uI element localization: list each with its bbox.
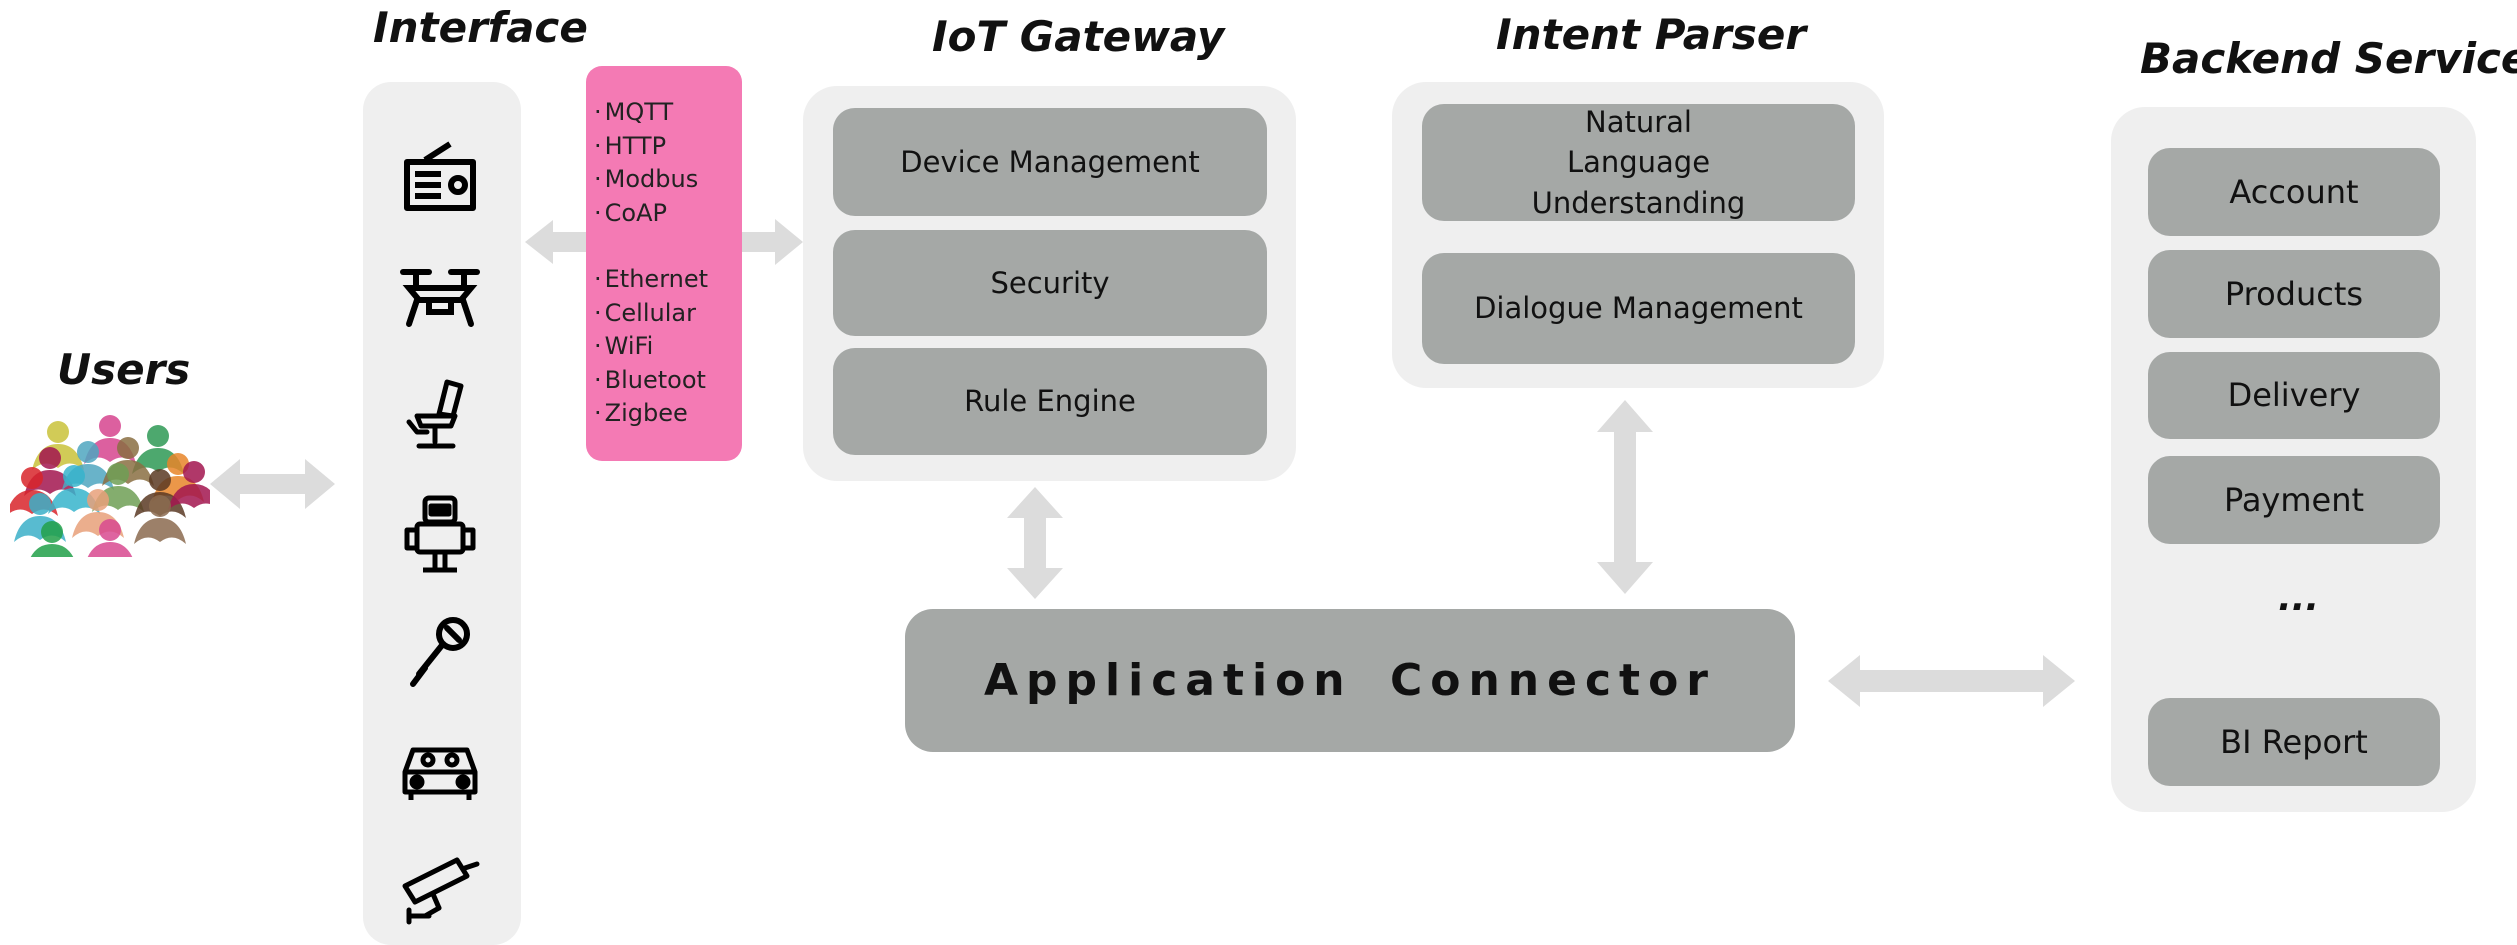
protocols-gateway-arrow (742, 219, 803, 265)
products-box: Products (2148, 250, 2440, 338)
protocol-item: Zigbee (594, 397, 708, 431)
interface-protocols-arrow (525, 220, 590, 264)
protocols-panel: MQTT HTTP Modbus CoAP Ethernet Cellular … (586, 66, 742, 461)
protocol-item: Cellular (594, 297, 708, 331)
user-figure (134, 495, 186, 544)
radio-icon (404, 141, 476, 211)
security-camera-icon (402, 857, 480, 925)
parser-connector-arrow (1597, 400, 1653, 594)
gateway-connector-arrow (1007, 487, 1063, 599)
bi-report-box: BI Report (2148, 698, 2440, 786)
protocol-item: WiFi (594, 330, 708, 364)
user-figure (168, 461, 210, 510)
interface-heading: Interface (373, 3, 588, 52)
users-heading: Users (57, 345, 191, 394)
salon-chair-icon (406, 379, 464, 449)
robot-icon (404, 495, 476, 573)
users-interface-arrow (210, 459, 335, 509)
application-connector-box: Application Connector (905, 609, 1795, 752)
backend-services-heading: Backend Services (2140, 34, 2517, 83)
user-figure (48, 465, 100, 514)
drone-icon (400, 269, 480, 327)
users-crowd-icon (10, 415, 210, 557)
protocol-item: HTTP (594, 130, 698, 164)
microphone-icon (410, 617, 470, 687)
user-figure (87, 519, 133, 557)
dialogue-management-box: Dialogue Management (1422, 253, 1855, 364)
car-icon (402, 747, 478, 800)
messaging-protocol-list: MQTT HTTP Modbus CoAP (594, 96, 699, 231)
connector-backend-arrow (1828, 655, 2075, 707)
more-services-ellipsis: ... (2278, 578, 2320, 619)
rule-engine-box: Rule Engine (833, 348, 1267, 455)
protocol-item: Bluetoot (594, 364, 708, 398)
nlu-box: Natural Language Understanding (1422, 104, 1855, 221)
security-box: Security (833, 230, 1267, 336)
payment-box: Payment (2148, 456, 2440, 544)
account-box: Account (2148, 148, 2440, 236)
delivery-box: Delivery (2148, 352, 2440, 439)
protocol-item: Modbus (594, 163, 699, 197)
intent-parser-heading: Intent Parser (1496, 10, 1807, 59)
protocol-item: Ethernet (594, 263, 708, 297)
iot-gateway-heading: IoT Gateway (932, 12, 1225, 61)
protocol-item: MQTT (594, 96, 698, 130)
network-protocol-list: Ethernet Cellular WiFi Bluetoot Zigbee (594, 263, 708, 431)
device-management-box: Device Management (833, 108, 1267, 216)
user-figure (30, 521, 74, 557)
protocol-item: CoAP (594, 197, 698, 231)
